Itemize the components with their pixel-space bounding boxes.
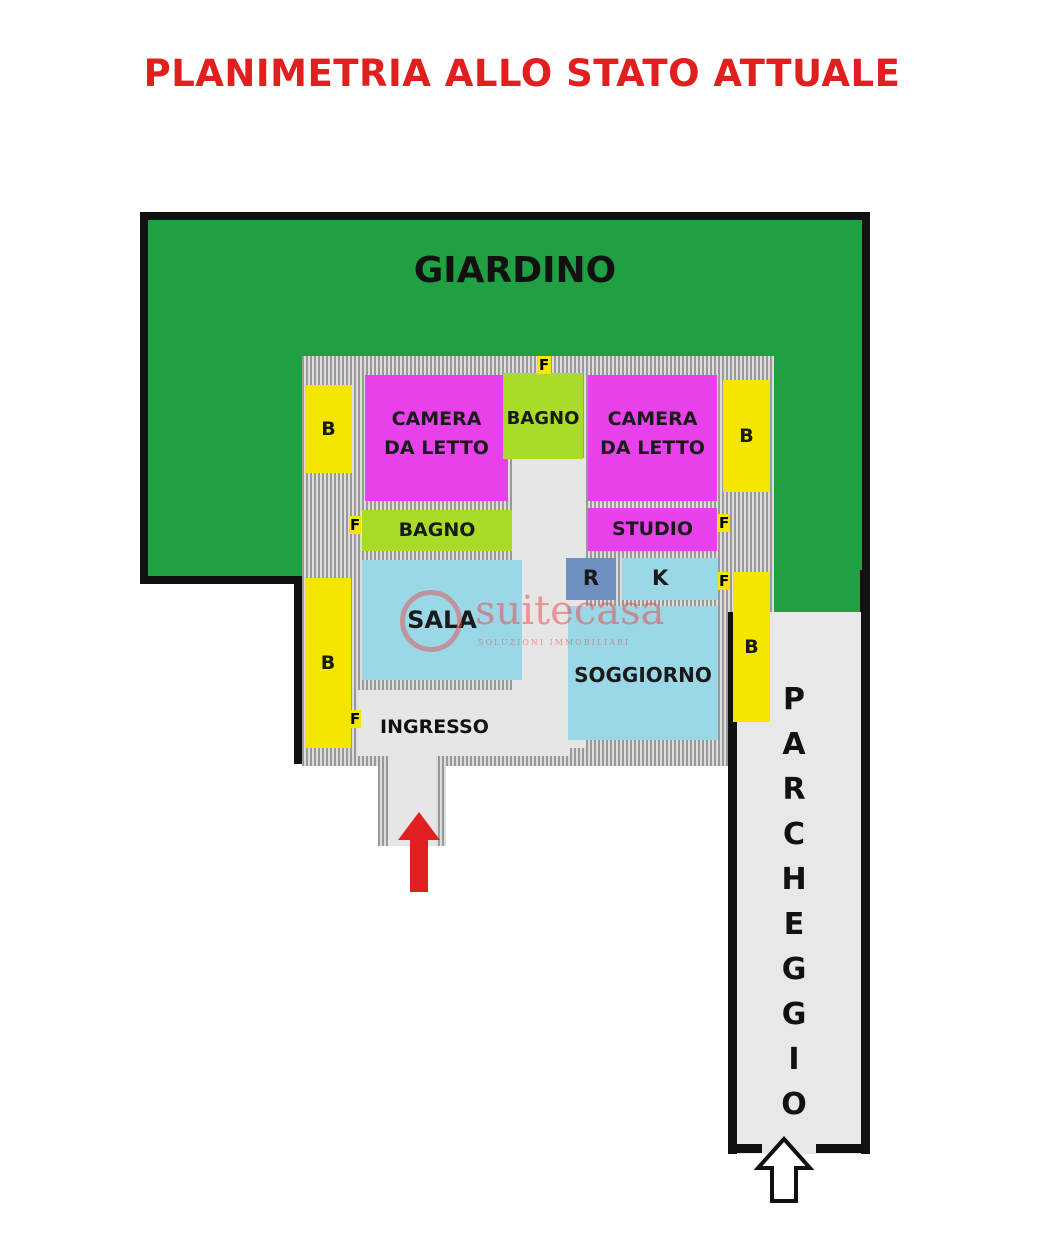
left-outer-wall bbox=[294, 578, 302, 764]
balcony-top-right: B bbox=[723, 380, 770, 492]
bedroom-right-label-1: CAMERA bbox=[607, 408, 698, 430]
balcony-bottom-left: B bbox=[305, 578, 351, 748]
bathroom: BAGNO bbox=[362, 510, 512, 551]
balcony-label: B bbox=[320, 651, 336, 674]
parking-letter: I bbox=[788, 1042, 800, 1077]
parking-letter: O bbox=[781, 1087, 807, 1122]
watermark-logo bbox=[400, 590, 462, 652]
parking-letter: C bbox=[782, 817, 806, 852]
bedroom-left-label-1: CAMERA bbox=[391, 408, 482, 430]
window-marker: F bbox=[718, 572, 731, 590]
window-marker: F bbox=[718, 514, 731, 532]
garden-right-wall bbox=[860, 570, 870, 614]
parking-bottom-wall-left bbox=[728, 1144, 762, 1153]
window-marker: F bbox=[537, 356, 552, 374]
bathroom-top-label: BAGNO bbox=[506, 408, 580, 429]
bedroom-left: CAMERA DA LETTO bbox=[365, 375, 508, 501]
bedroom-left-label-2: DA LETTO bbox=[384, 436, 489, 459]
r-label: R bbox=[582, 566, 600, 591]
parking-letter: G bbox=[781, 997, 807, 1032]
plan-title: PLANIMETRIA ALLO STATO ATTUALE bbox=[143, 52, 901, 95]
ingresso-label: INGRESSO bbox=[380, 716, 489, 738]
balcony-label: B bbox=[744, 635, 759, 658]
window-marker: F bbox=[349, 516, 362, 534]
parking-letter: P bbox=[783, 682, 805, 717]
parking-letter: A bbox=[782, 727, 806, 762]
parking-bottom-wall-right bbox=[816, 1144, 870, 1153]
window-marker: F bbox=[349, 710, 362, 728]
bedroom-right: CAMERA DA LETTO bbox=[588, 375, 717, 501]
watermark-tagline: SOLUZIONI IMMOBILIARI bbox=[478, 638, 631, 647]
kitchen: K bbox=[622, 558, 718, 600]
soggiorno: SOGGIORNO bbox=[568, 606, 718, 740]
bathroom-label: BAGNO bbox=[398, 519, 476, 542]
parking-letter: E bbox=[783, 907, 805, 942]
soggiorno-label: SOGGIORNO bbox=[574, 663, 712, 687]
parking-letter: H bbox=[781, 862, 807, 897]
entrance-arrow-icon bbox=[398, 812, 440, 892]
bathroom-top: BAGNO bbox=[503, 373, 583, 459]
parking-entrance-arrow-icon bbox=[754, 1136, 814, 1203]
balcony-top-left: B bbox=[305, 385, 352, 473]
watermark-brand: suitecasa bbox=[475, 588, 665, 634]
ingresso-room bbox=[358, 690, 570, 756]
studio: STUDIO bbox=[588, 508, 717, 551]
k-label: K bbox=[652, 566, 669, 591]
garden-extension bbox=[770, 570, 862, 614]
parking-letter: R bbox=[782, 772, 806, 807]
parking-letter: G bbox=[781, 952, 807, 987]
balcony-label: B bbox=[739, 424, 754, 447]
balcony-label: B bbox=[321, 417, 336, 440]
studio-label: STUDIO bbox=[611, 518, 694, 541]
balcony-bottom-right: B bbox=[733, 572, 770, 722]
bedroom-right-label-2: DA LETTO bbox=[600, 436, 705, 459]
storage-r: R bbox=[566, 558, 616, 600]
garden-label: GIARDINO bbox=[413, 250, 617, 291]
